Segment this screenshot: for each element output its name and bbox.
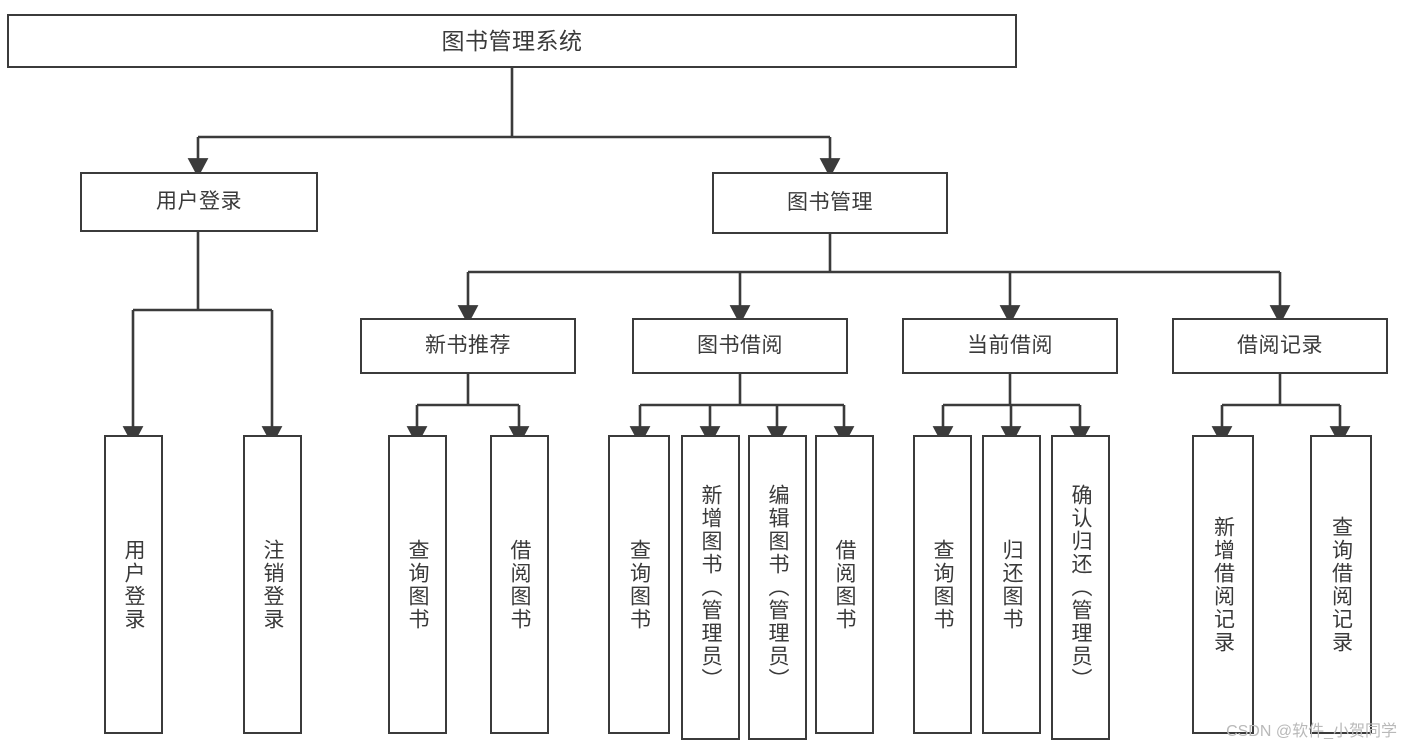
node-leaf-logout-login[interactable]: 注销登录: [243, 435, 302, 734]
node-label: 新书推荐: [425, 333, 511, 357]
node-leaf-add-record[interactable]: 新增借阅记录: [1192, 435, 1254, 734]
node-label: 确认归还（管理员）: [1069, 484, 1092, 691]
node-label: 新增借阅记录: [1211, 515, 1235, 654]
node-label: 归还图书: [1000, 538, 1023, 631]
node-label: 图书管理系统: [441, 27, 583, 54]
csdn-watermark: CSDN @软件_小贺同学: [1226, 723, 1397, 740]
node-label: 用户登录: [122, 538, 145, 631]
node-leaf-query-book-3[interactable]: 查询图书: [913, 435, 972, 734]
node-user-login[interactable]: 用户登录: [80, 172, 318, 232]
node-label: 新增图书（管理员）: [699, 484, 722, 691]
node-book-manage[interactable]: 图书管理: [712, 172, 948, 234]
node-label: 借阅图书: [508, 538, 531, 631]
node-borrow-record[interactable]: 借阅记录: [1172, 318, 1388, 374]
node-label: 查询图书: [931, 538, 954, 631]
node-label: 编辑图书（管理员）: [766, 484, 789, 691]
node-new-book-recommend[interactable]: 新书推荐: [360, 318, 576, 374]
node-leaf-borrow-book-2[interactable]: 借阅图书: [815, 435, 874, 734]
node-leaf-confirm-return[interactable]: 确认归还（管理员）: [1051, 435, 1110, 740]
node-current-borrow[interactable]: 当前借阅: [902, 318, 1118, 374]
node-leaf-query-record[interactable]: 查询借阅记录: [1310, 435, 1372, 734]
node-label: 查询借阅记录: [1329, 515, 1353, 654]
node-book-borrow[interactable]: 图书借阅: [632, 318, 848, 374]
node-leaf-borrow-book-1[interactable]: 借阅图书: [490, 435, 549, 734]
node-leaf-add-book[interactable]: 新增图书（管理员）: [681, 435, 740, 740]
node-label: 用户登录: [156, 189, 242, 213]
node-label: 借阅图书: [833, 538, 856, 631]
node-label: 查询图书: [406, 538, 429, 631]
node-leaf-user-login[interactable]: 用户登录: [104, 435, 163, 734]
node-label: 图书管理: [787, 190, 873, 214]
node-label: 当前借阅: [967, 333, 1053, 357]
node-leaf-return-book[interactable]: 归还图书: [982, 435, 1041, 734]
node-label: 查询图书: [627, 538, 651, 631]
node-leaf-query-book-2[interactable]: 查询图书: [608, 435, 670, 734]
node-label: 图书借阅: [697, 333, 783, 357]
node-label: 借阅记录: [1237, 333, 1323, 357]
node-leaf-query-book-1[interactable]: 查询图书: [388, 435, 447, 734]
node-label: 注销登录: [261, 538, 284, 631]
node-leaf-edit-book[interactable]: 编辑图书（管理员）: [748, 435, 807, 740]
node-root-book-management-system[interactable]: 图书管理系统: [7, 14, 1017, 68]
